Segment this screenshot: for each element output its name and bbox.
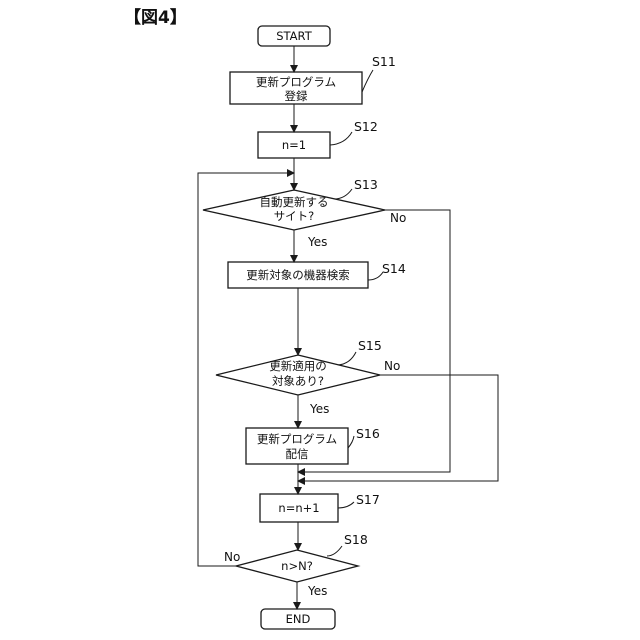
process-s16: 更新プログラム 配信 S16 [246, 426, 380, 464]
decision-s15: 更新適用の 対象あり? S15 [216, 338, 382, 395]
decision-s18-leader [327, 546, 342, 556]
process-s14-text: 更新対象の機器検索 [246, 268, 350, 282]
process-s17: n=n+1 S17 [260, 492, 380, 522]
process-s11-text-line1: 更新プログラム [256, 75, 336, 89]
decision-s15-text-line1: 更新適用の [269, 359, 327, 373]
process-s12: n=1 S12 [258, 119, 378, 158]
decision-s18-text: n>N? [281, 559, 313, 573]
decision-s13-leader [334, 189, 352, 199]
process-s17-leader [338, 502, 354, 508]
process-s17-step-label: S17 [356, 492, 380, 507]
process-s16-text-line1: 更新プログラム [257, 432, 337, 446]
s13-no-label: No [390, 211, 406, 225]
process-s11-step-label: S11 [372, 54, 396, 69]
process-s14-leader [368, 272, 383, 280]
process-s16-text-line2: 配信 [286, 447, 309, 461]
decision-s18-step-label: S18 [344, 532, 368, 547]
end-terminal-text: END [286, 612, 311, 626]
decision-s13-step-label: S13 [354, 177, 378, 192]
process-s16-leader [348, 436, 354, 448]
end-terminal: END [261, 609, 335, 629]
s15-yes-label: Yes [309, 402, 329, 416]
decision-s15-leader [338, 352, 356, 365]
decision-s15-text-line2: 対象あり? [272, 374, 324, 388]
process-s12-step-label: S12 [354, 119, 378, 134]
decision-s18: n>N? S18 [236, 532, 368, 582]
start-terminal: START [258, 26, 330, 46]
process-s14: 更新対象の機器検索 S14 [228, 261, 406, 288]
process-s11: 更新プログラム 登録 S11 [230, 54, 396, 104]
s13-yes-label: Yes [307, 235, 327, 249]
decision-s15-step-label: S15 [358, 338, 382, 353]
process-s11-text-line2: 登録 [285, 89, 308, 103]
figure-label: 【図4】 [124, 7, 187, 28]
decision-s13-text-line1: 自動更新する [260, 195, 329, 209]
process-s16-step-label: S16 [356, 426, 380, 441]
s18-no-label: No [224, 550, 240, 564]
process-s11-leader [362, 70, 373, 92]
start-terminal-text: START [276, 29, 312, 43]
process-s14-step-label: S14 [382, 261, 406, 276]
s15-no-label: No [384, 359, 400, 373]
decision-s13-text-line2: サイト? [274, 209, 315, 223]
process-s17-text: n=n+1 [278, 501, 319, 515]
process-s12-text: n=1 [282, 138, 306, 152]
process-s12-leader [330, 132, 352, 145]
s18-yes-label: Yes [307, 584, 327, 598]
